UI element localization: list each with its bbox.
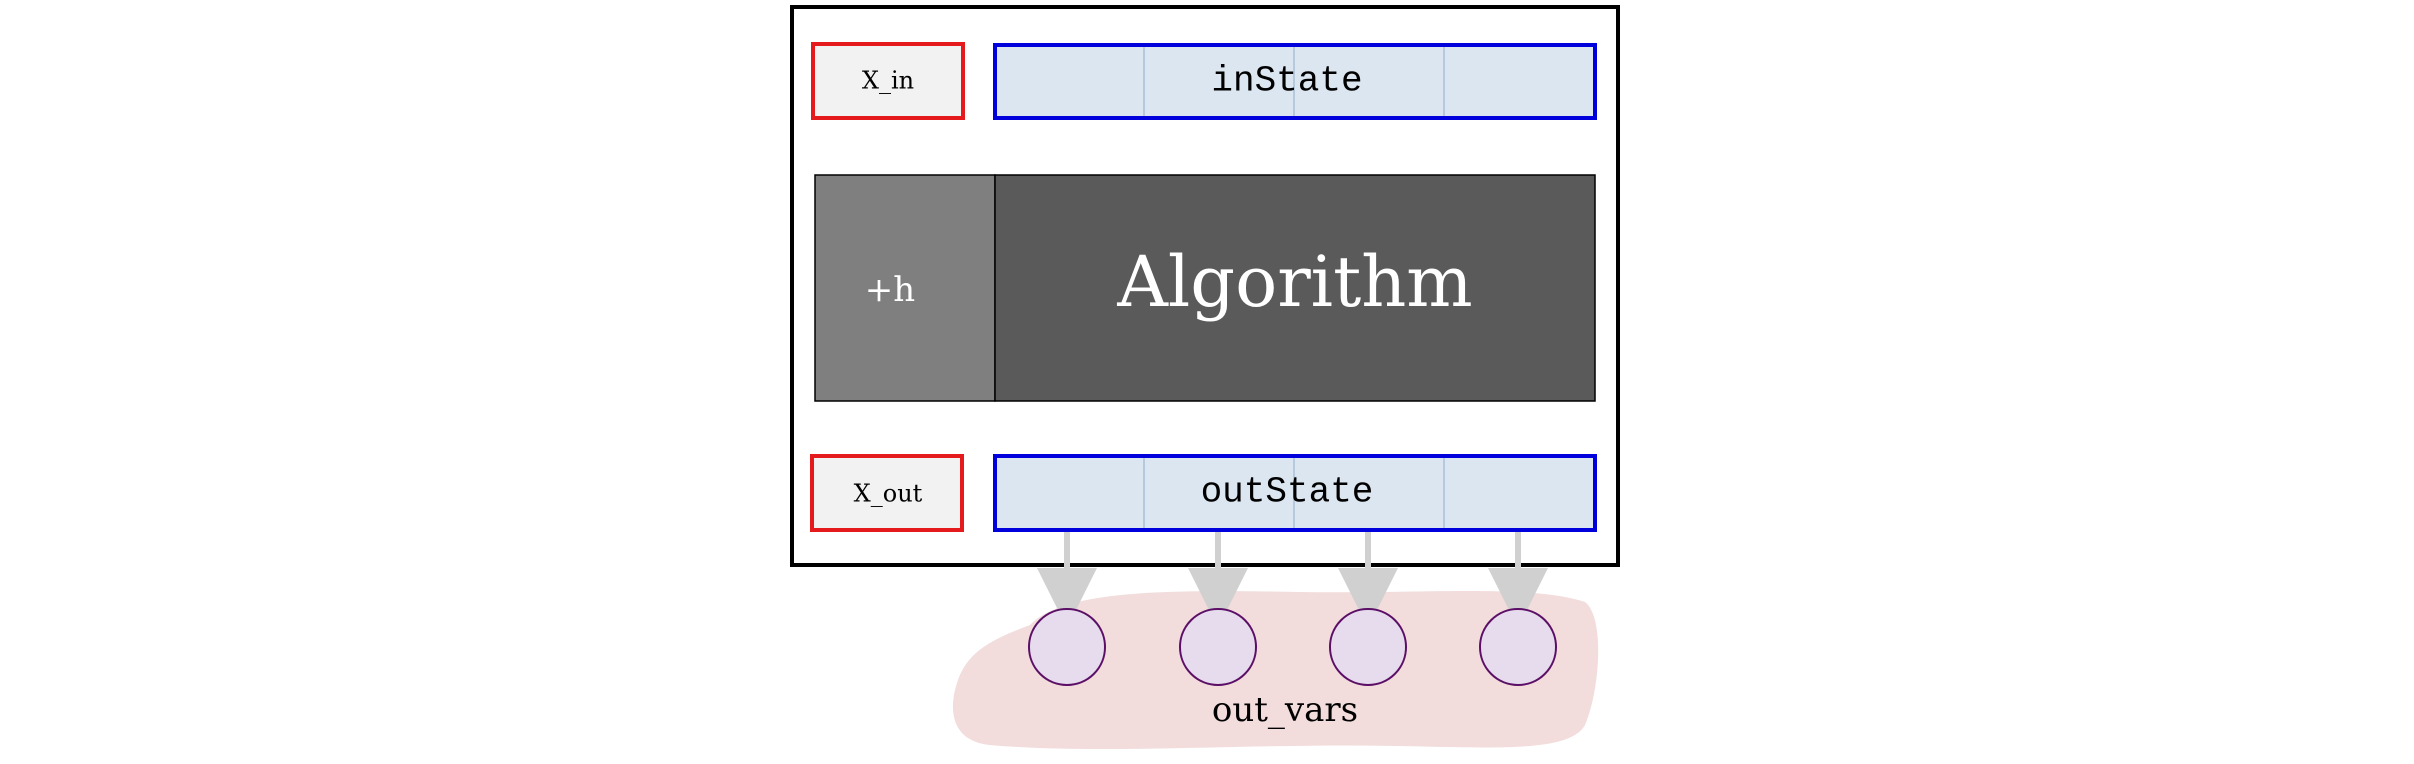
x-out-box: X_out xyxy=(810,454,964,532)
h-label: +h xyxy=(865,270,915,310)
x-in-box: X_in xyxy=(811,42,965,120)
h-block: +h xyxy=(814,174,996,402)
out-var-node-1 xyxy=(1028,608,1106,686)
in-state-register: inState xyxy=(993,43,1597,120)
x-in-label: X_in xyxy=(862,67,914,95)
out-var-node-4 xyxy=(1479,608,1557,686)
algorithm-block: Algorithm xyxy=(994,174,1596,402)
out-state-label: outState xyxy=(1201,472,1374,513)
out-var-node-3 xyxy=(1329,608,1407,686)
in-state-label: inState xyxy=(1211,61,1362,102)
out-var-node-2 xyxy=(1179,608,1257,686)
out-vars-label: out_vars xyxy=(1212,690,1358,730)
algorithm-label: Algorithm xyxy=(1116,241,1472,323)
x-out-label: X_out xyxy=(854,480,923,508)
out-vars-cloud xyxy=(952,591,1599,750)
out-state-register: outState xyxy=(993,454,1597,532)
